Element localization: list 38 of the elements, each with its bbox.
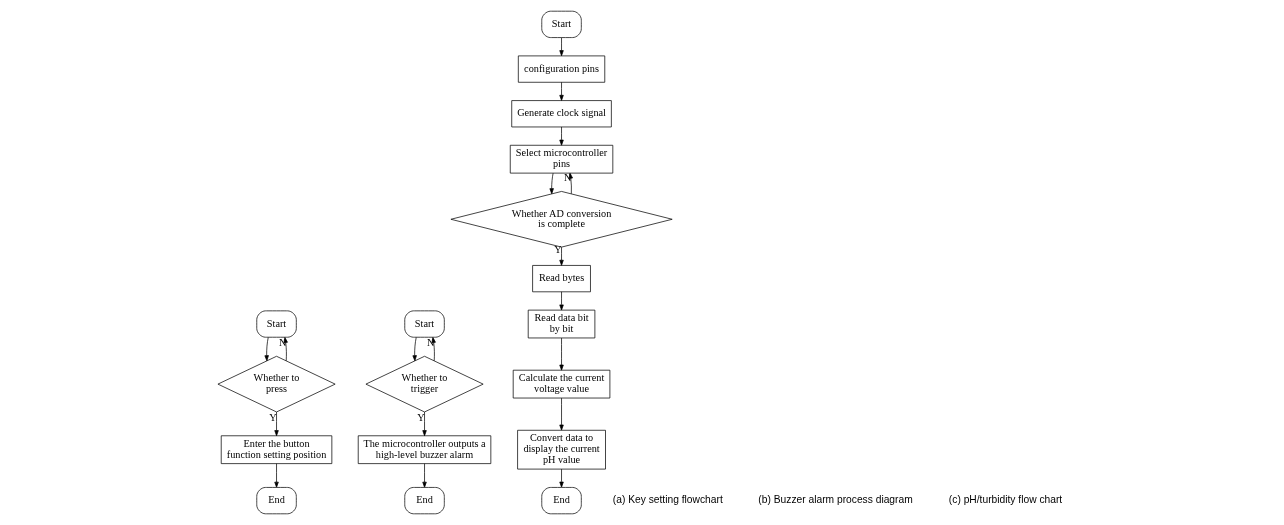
arrow [558,468,564,488]
edge-label: N [563,171,571,183]
arrow [421,463,427,488]
node-box: Calculate the current voltage value [512,369,610,399]
node-box: Read bytes [531,265,591,293]
node-box: End [255,487,297,515]
arrow [264,337,269,362]
node-box: Start [255,310,297,338]
arrow [558,337,564,371]
label: (c) pH/turbidity flow chart [948,494,1062,506]
arrow [558,81,564,101]
arrow [558,291,564,311]
edge-label: Y [268,412,277,424]
node-box: Start [540,10,582,38]
edge-label: N [278,337,286,349]
arrow [558,126,564,146]
arrow [273,463,279,488]
node-box: Start [403,310,445,338]
arrow [273,411,279,437]
arrow [412,337,417,362]
node-box: End [403,487,445,515]
node-box: End [540,487,582,515]
label: (a) Key setting flowchart [612,494,723,506]
arrow [558,246,564,266]
arrow [421,411,427,437]
node-box: Read data bit by bit [527,309,595,339]
node-box: Generate clock signal [510,100,612,128]
edge-label: N [426,337,434,349]
node-box: Convert data to display the current pH value [516,429,606,470]
node-box: Enter the button function setting position [220,435,332,464]
edge-label: Y [416,412,425,424]
label: (b) Buzzer alarm process diagram [757,494,913,506]
arrow [549,172,554,195]
node-box: The microcontroller outputs a high-level buzzer alarm [357,435,491,464]
arrow [558,37,564,57]
arrow [558,397,564,431]
node-box: configuration pins [517,55,605,83]
node-box: Select microcontroller pins [509,144,613,174]
